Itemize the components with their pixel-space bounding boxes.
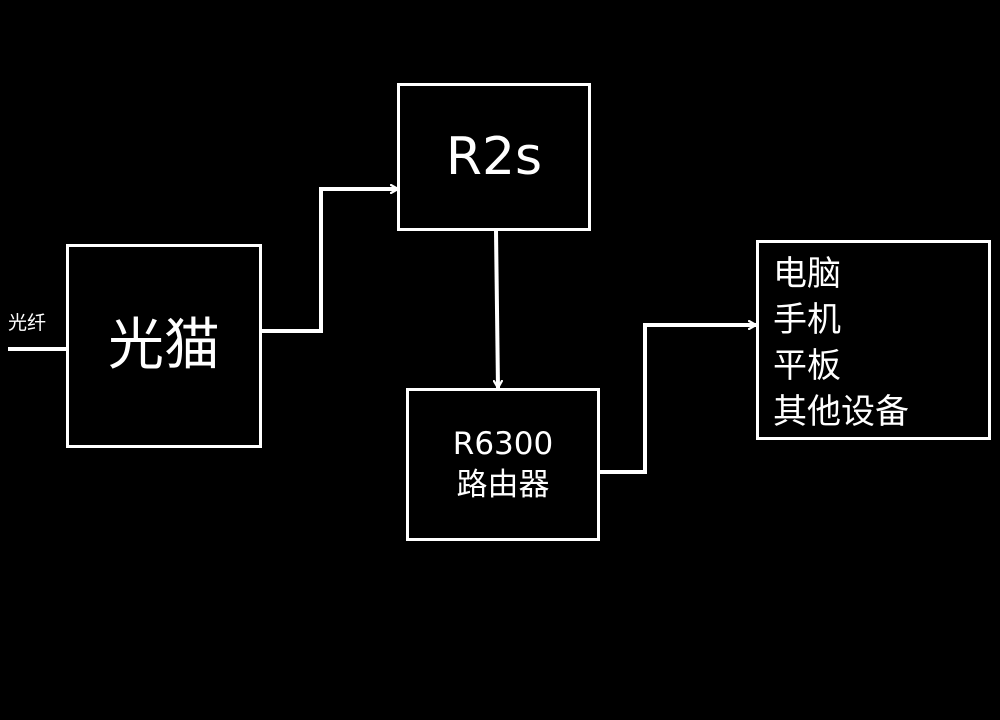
optical-modem-box: 光猫 <box>66 244 262 448</box>
router-box: R6300 路由器 <box>406 388 600 541</box>
optical-modem-label: 光猫 <box>108 313 220 378</box>
device-item-tablet: 平板 <box>773 346 841 386</box>
device-item-computer: 电脑 <box>773 254 841 294</box>
client-devices-box: 电脑 手机 平板 其他设备 <box>756 240 991 440</box>
router-to-devices-arrow <box>600 325 756 474</box>
fiber-input-label: 光纤 <box>8 312 47 334</box>
r2s-box: R2s <box>397 83 591 231</box>
router-label: 路由器 <box>456 466 550 503</box>
device-item-phone: 手机 <box>773 300 841 340</box>
router-model-label: R6300 <box>452 426 554 463</box>
r2s-to-router-arrow <box>496 230 498 388</box>
device-item-other: 其他设备 <box>773 392 909 432</box>
modem-to-r2s-arrow <box>262 189 398 333</box>
r2s-label: R2s <box>445 127 543 187</box>
